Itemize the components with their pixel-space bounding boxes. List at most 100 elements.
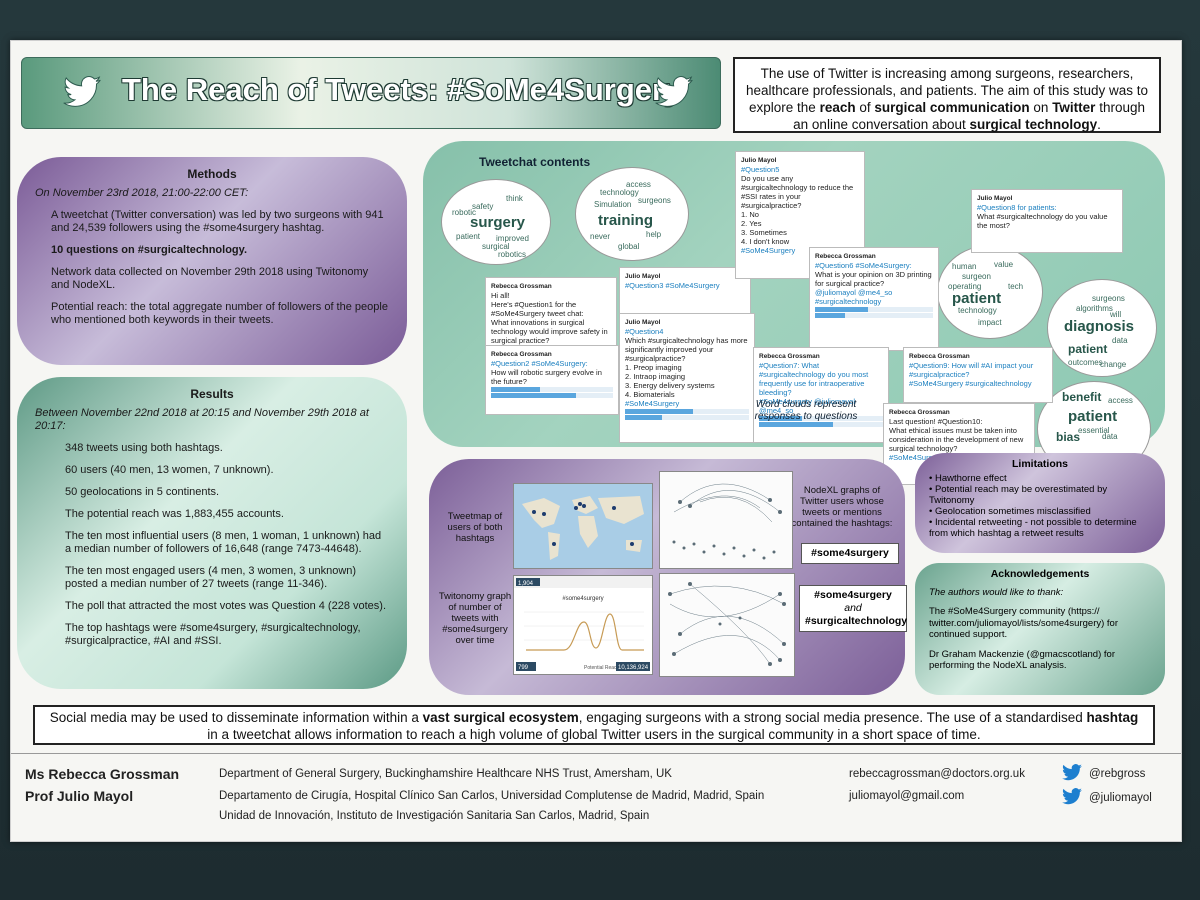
tweet-text: What #surgicaltechnology do you value th… [977,212,1108,230]
word: global [618,242,640,251]
word: essential [1078,426,1110,435]
word: patient [1068,408,1118,425]
word: think [506,194,523,203]
limitation-item: • Incidental retweeting - not possible t… [929,517,1137,539]
poll-bar [815,307,933,312]
limitation-item: • Geolocation sometimes misclassified [929,506,1091,517]
tweet-text: #Question8 for patients: [977,203,1057,212]
twitonomy-users: 799 [518,665,529,671]
twitonomy-label: Twitonomy graph of number of tweets with… [438,591,512,646]
methods-heading: Methods [187,167,237,181]
word: technology [958,306,997,315]
word: safety [472,202,494,211]
methods-p1: A tweetchat (Twitter conversation) was l… [51,209,384,234]
results-item: The poll that attracted the most votes w… [65,600,386,612]
poster-title: The Reach of Tweets: #SoMe4Surgery [122,72,682,107]
tweet-question9: Rebecca Grossman #Question9: How will #A… [903,347,1053,403]
word: Simulation [594,200,632,209]
word: surgery [470,214,526,231]
tweet-question8: Julio Mayol #Question8 for patients: Wha… [971,189,1123,253]
acknowledgements-panel: Acknowledgements The authors would like … [915,563,1165,695]
tweet-question7: Rebecca Grossman #Question7: What #surgi… [753,347,889,443]
tweet-author: Julio Mayol [625,273,661,280]
twitter-handle-link[interactable]: @juliomayol [1089,792,1152,804]
nodexl-graph-some4surgery [659,471,793,569]
results-item: The ten most engaged users (4 men, 3 wom… [65,565,357,590]
tweet-hashtag: #SoMe4Surgery [625,399,680,408]
tweet-question4: Julio Mayol #Question4 Which #surgicalte… [619,313,755,443]
word-cloud-q3: training Simulation technology access ne… [575,167,689,261]
aim-statement: The use of Twitter is increasing among s… [733,57,1161,133]
word: surgical [482,242,510,251]
tweet-text: #Question4 [625,327,664,336]
email-link[interactable]: juliomayol@gmail.com [849,790,965,802]
word-cloud-q8: patient technology surgeon value operati… [937,245,1043,339]
tweet-author: Julio Mayol [741,157,777,164]
poll-bar [759,416,883,421]
word: outcomes [1068,358,1103,367]
tweet-text: @juliomayol @me4_so #surgicaltechnology [815,288,893,306]
hashtag-both: #some4surgery and #surgicaltechnology [799,585,907,632]
tweet-text: #Question7: What #surgicaltechnology do … [759,361,869,397]
limitation-text: Geolocation sometimes misclassified [934,506,1091,517]
word: access [1108,396,1133,405]
poll-option: 4. I don't know [741,237,790,246]
word: help [646,230,662,239]
conclusion-emphasis: vast surgical ecosystem [422,710,579,725]
tweet-text: #Question2 #SoMe4Surgery: [491,359,588,368]
limitation-text: Potential reach may be overestimated by … [929,484,1108,506]
aim-text: of [855,100,875,115]
tweetmap-label: Tweetmap of users of both hashtags [447,511,503,544]
word: surgeons [638,196,671,205]
email-link[interactable]: rebeccagrossman@doctors.org.uk [849,768,1025,780]
footer: Ms Rebecca Grossman Prof Julio Mayol Dep… [11,753,1181,841]
word-cloud-q1: surgery safety patient improved think su… [441,179,551,265]
poll-bar [759,422,883,427]
tweet-text: How will robotic surgery evolve in the f… [491,368,602,386]
poll-option: 2. Yes [741,219,762,228]
word: algorithms [1076,304,1113,313]
conclusion-text: Social media may be used to disseminate … [49,710,423,725]
twitter-bird-icon [62,76,102,110]
results-item: 60 users (40 men, 13 women, 7 unknown). [65,464,274,476]
tweet-text: #SoMe4Surgery #surgicaltechnology [909,379,1032,388]
word: access [626,180,651,189]
affiliation: Department of General Surgery, Buckingha… [219,768,672,780]
aim-text: . [1097,117,1101,132]
author-name: Ms Rebecca Grossman [25,766,180,782]
word: surgeon [962,272,991,281]
aim-text: on [1029,100,1053,115]
word-cloud-q9: diagnosis patient data will algorithms c… [1047,279,1157,377]
results-item: The ten most influential users (8 men, 1… [65,530,382,555]
conclusion-text: , engaging surgeons with a strong social… [578,710,1087,725]
methods-date: On November 23rd 2018, 21:00-22:00 CET: [35,187,249,199]
acknowledgements-heading: Acknowledgements [990,568,1090,580]
tweet-text: #Question9: How will #AI impact your #su… [909,361,1034,379]
results-item: The potential reach was 1,883,455 accoun… [65,508,284,520]
word: patient [456,232,481,241]
tweet-question1: Rebecca Grossman Hi all! Here's #Questio… [485,277,617,347]
title-banner: The Reach of Tweets: #SoMe4Surgery [21,57,721,129]
word: change [1100,360,1127,369]
tweet-author: Rebecca Grossman [759,353,820,360]
limitations-panel: Limitations • Hawthorne effect • Potenti… [915,453,1165,553]
word: human [952,262,977,271]
tweet-author: Rebecca Grossman [491,351,552,358]
poll-option: 2. Intraop imaging [625,372,686,381]
author-name: Prof Julio Mayol [25,788,134,804]
poster: The Reach of Tweets: #SoMe4Surgery The u… [10,40,1182,842]
conclusion-box: Social media may be used to disseminate … [33,705,1155,745]
word: tech [1008,282,1024,291]
twitonomy-count: 1,904 [518,581,534,587]
tweet-author: Julio Mayol [977,195,1013,202]
nodexl-label: NodeXL graphs of Twitter users whose twe… [791,485,893,529]
word: technology [600,188,639,197]
tweet-hashtag: #SoMe4Surgery [741,246,796,255]
limitation-item: • Hawthorne effect [929,473,1007,484]
twitonomy-graph: 1,904 #some4surgery 799 Potential Reach … [513,575,653,675]
word: impact [978,318,1002,327]
tweet-text: Which #surgicaltechnology has more signi… [625,336,748,363]
results-panel: Results Between November 22nd 2018 at 20… [17,377,407,689]
twitter-handle-link[interactable]: @rebgross [1089,768,1146,780]
hashtag-and: and [844,602,862,614]
